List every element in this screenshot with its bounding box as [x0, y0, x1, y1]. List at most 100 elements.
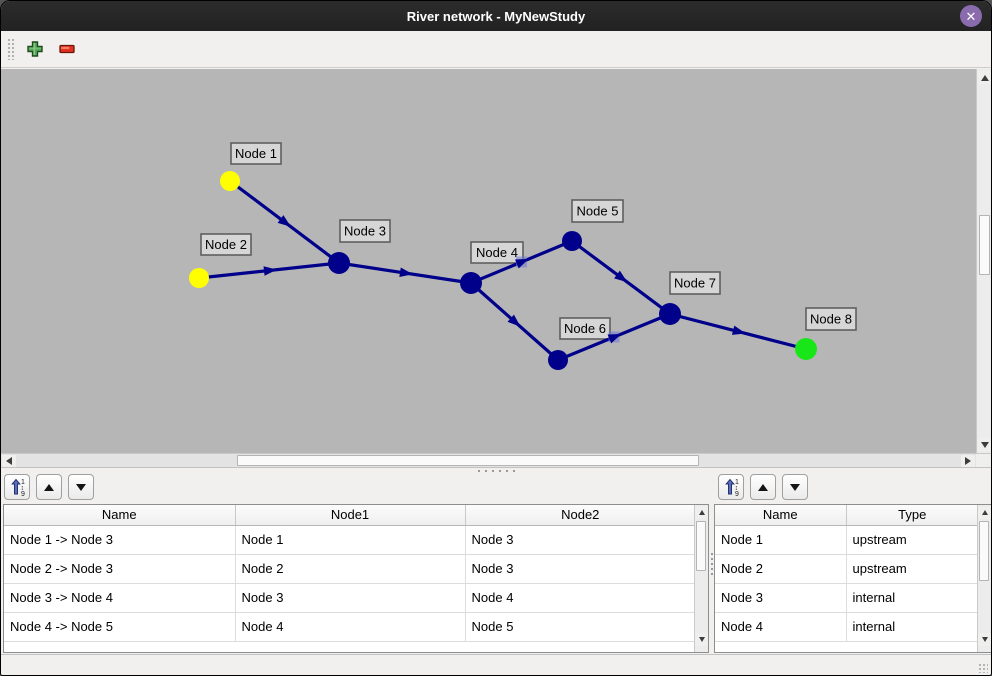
- close-button[interactable]: ✕: [960, 5, 982, 27]
- column-header[interactable]: Name: [4, 505, 236, 526]
- table-cell: Node 5: [465, 612, 695, 642]
- table-cell: upstream: [846, 525, 978, 555]
- main-toolbar: [1, 31, 991, 68]
- vscroll-thumb[interactable]: [696, 521, 706, 571]
- node-label-box[interactable]: [805, 307, 857, 331]
- branches-sort-button[interactable]: 1 9: [4, 474, 30, 500]
- node-label: Node 8: [810, 312, 852, 327]
- node-label: Node 5: [577, 204, 619, 219]
- nodes-move-up-button[interactable]: [750, 474, 776, 500]
- table-cell: Node 3: [465, 554, 695, 584]
- branches-table-scrollbar[interactable]: [694, 505, 708, 652]
- resize-grip-icon[interactable]: [978, 663, 988, 673]
- column-header[interactable]: Node1: [235, 505, 466, 526]
- scroll-up-button[interactable]: [695, 506, 708, 519]
- table-cell: Node 4 -> Node 5: [4, 612, 236, 642]
- node-circle[interactable]: [562, 231, 582, 251]
- scroll-down-button[interactable]: [978, 438, 991, 451]
- canvas-hscrollbar[interactable]: [1, 453, 976, 467]
- up-arrow-icon: [981, 74, 989, 81]
- node-label-box[interactable]: [571, 199, 624, 223]
- window-titlebar[interactable]: River network - MyNewStudy ✕: [1, 1, 991, 31]
- scroll-down-button[interactable]: [695, 633, 708, 646]
- table-cell: Node 2 -> Node 3: [4, 554, 236, 584]
- node-label-box[interactable]: [669, 271, 721, 295]
- table-cell: Node 1 -> Node 3: [4, 525, 236, 555]
- table-cell: internal: [846, 612, 978, 642]
- column-header[interactable]: Node2: [465, 505, 695, 526]
- vscroll-thumb[interactable]: [979, 521, 989, 581]
- column-header[interactable]: Type: [846, 505, 978, 526]
- down-arrow-icon: [790, 483, 800, 491]
- table-cell: internal: [846, 583, 978, 613]
- scroll-down-button[interactable]: [978, 633, 991, 646]
- node-label: Node 7: [674, 276, 716, 291]
- table-cell: Node 1: [715, 525, 847, 555]
- remove-node-button[interactable]: [55, 37, 79, 61]
- node-circle[interactable]: [795, 338, 817, 360]
- status-bar: [1, 654, 991, 675]
- nodes-move-down-button[interactable]: [782, 474, 808, 500]
- add-node-button[interactable]: [23, 37, 47, 61]
- node-circle[interactable]: [220, 171, 240, 191]
- node-label: Node 6: [564, 321, 606, 336]
- branches-sort-toolbar: 1 9: [4, 474, 94, 500]
- table-cell: Node 3: [715, 583, 847, 613]
- vertical-splitter[interactable]: [709, 474, 714, 654]
- flow-arrow-icon: [263, 266, 277, 276]
- table-cell: Node 4: [715, 612, 847, 642]
- hscroll-thumb[interactable]: [237, 455, 699, 466]
- nodes-sort-button[interactable]: 1 9: [718, 474, 744, 500]
- table-cell: Node 4: [235, 612, 466, 642]
- vscroll-thumb[interactable]: [979, 215, 990, 275]
- table-cell: upstream: [846, 554, 978, 584]
- node-label-box[interactable]: [559, 317, 611, 340]
- branches-move-down-button[interactable]: [68, 474, 94, 500]
- svg-text:1: 1: [21, 479, 25, 486]
- node-label-box[interactable]: [339, 219, 391, 243]
- svg-text:9: 9: [735, 491, 739, 497]
- scroll-right-button[interactable]: [961, 455, 975, 467]
- node-label: Node 2: [205, 237, 247, 252]
- canvas-vscrollbar[interactable]: [976, 69, 991, 453]
- nodes-table-scrollbar[interactable]: [977, 505, 991, 652]
- branches-move-up-button[interactable]: [36, 474, 62, 500]
- flow-arrow-icon: [399, 267, 413, 277]
- node-circle[interactable]: [189, 268, 209, 288]
- scroll-up-button[interactable]: [978, 506, 991, 519]
- node-label-box[interactable]: [470, 241, 524, 264]
- node-circle[interactable]: [328, 252, 350, 274]
- table-cell: Node 3: [465, 525, 695, 555]
- scroll-left-button[interactable]: [2, 455, 16, 467]
- remove-node-icon: [59, 44, 75, 54]
- node-circle[interactable]: [659, 303, 681, 325]
- toolbar-drag-handle[interactable]: [7, 38, 15, 60]
- scroll-up-button[interactable]: [978, 71, 991, 84]
- down-arrow-icon: [698, 637, 705, 642]
- right-arrow-icon: [965, 457, 971, 465]
- down-arrow-icon: [981, 637, 988, 642]
- node-circle[interactable]: [548, 350, 568, 370]
- node-label-box[interactable]: [230, 142, 282, 165]
- horizontal-splitter[interactable]: [1, 467, 991, 474]
- table-cell: Node 4: [465, 583, 695, 613]
- up-arrow-icon: [44, 483, 54, 491]
- down-arrow-icon: [981, 441, 989, 448]
- up-arrow-icon: [698, 510, 705, 515]
- table-cell: Node 2: [235, 554, 466, 584]
- nodes-sort-toolbar: 1 9: [718, 474, 808, 500]
- column-header[interactable]: Name: [715, 505, 847, 526]
- node-circle[interactable]: [460, 272, 482, 294]
- node-label-box[interactable]: [200, 233, 252, 256]
- flow-arrow-icon: [731, 325, 746, 335]
